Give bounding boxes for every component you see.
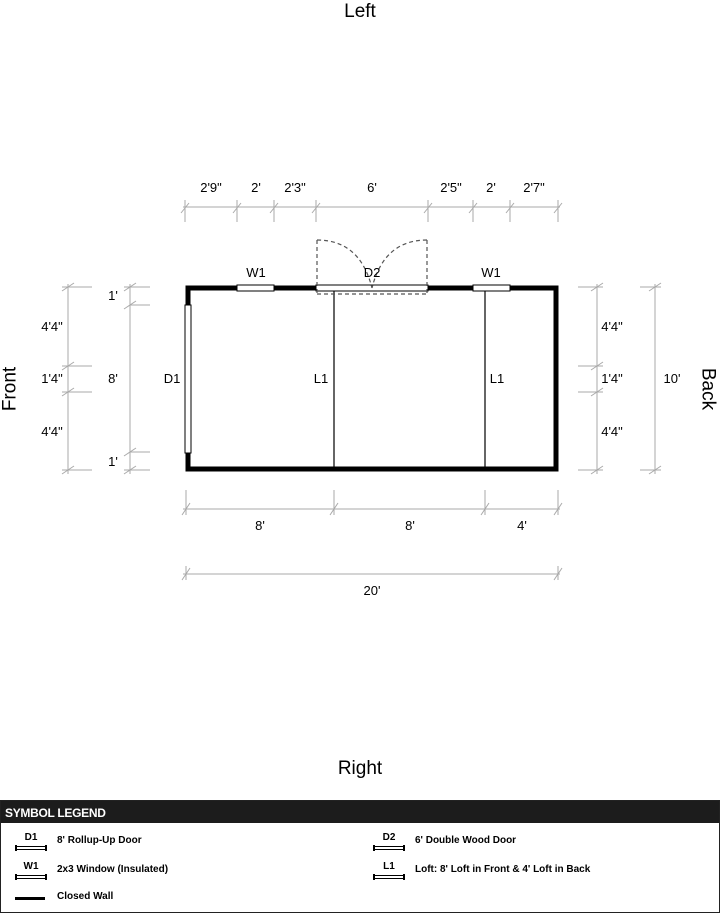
side-label-left: Left [344,1,376,22]
legend-label-l1: Loft: 8' Loft in Front & 4' Loft in Back [415,864,591,875]
closed-wall-symbol-icon [15,887,47,913]
top-dim-1: 2'9" [200,180,222,195]
bottom-dim-1: 8' [255,518,265,533]
top-dimension-line [180,200,563,222]
right-dim-2: 1'4" [601,371,623,386]
right-dim-1: 4'4" [601,319,623,334]
legend-label-w1: 2x3 Window (Insulated) [57,864,169,875]
d1-label: D1 [164,371,181,386]
side-label-right: Right [337,758,383,779]
left-dim-2: 1'4" [41,371,63,386]
legend-label-d2: 6' Double Wood Door [415,835,517,846]
left-dimension-lines [61,282,150,475]
double-door-d2[interactable] [315,239,429,295]
top-dim-5: 2'5" [440,180,462,195]
double-door-symbol-icon: D2 [373,830,405,856]
top-dim-4: 6' [367,180,377,195]
window-w1-left[interactable] [236,284,275,292]
overall-length-label: 20' [364,583,381,598]
floor-plan: 2'9" 2' 2'3" 6' 2'5" 2' 2'7" 8' 8' 4' 20… [41,180,681,598]
legend-title: SYMBOL LEGEND [1,801,719,825]
rollup-door-d1[interactable] [184,304,192,454]
symbol-legend: SYMBOL LEGEND D1 8' Rollup-Up Door D2 6'… [0,800,720,913]
window-w1-right[interactable] [472,284,511,292]
left-dim-1: 4'4" [41,319,63,334]
left-dim-3: 4'4" [41,424,63,439]
top-dim-2: 2' [251,180,261,195]
loft-symbol-icon: L1 [373,859,405,885]
right-overall-width: 10' [664,371,681,386]
left-small-dim-bottom: 1' [108,454,118,469]
rollup-door-symbol-icon: D1 [15,830,47,856]
w1-left-label: W1 [246,265,266,280]
right-dimension-lines [578,282,662,475]
bottom-dimension-line [181,490,563,516]
window-symbol-icon: W1 [15,859,47,885]
top-dim-7: 2'7" [523,180,545,195]
l1-back-label: L1 [490,371,504,386]
l1-front-label: L1 [314,371,328,386]
d2-label: D2 [364,265,381,280]
left-overall-width: 8' [108,371,118,386]
left-small-dim-top: 1' [108,288,118,303]
bottom-dim-3: 4' [517,518,527,533]
legend-label-d1: 8' Rollup-Up Door [57,835,142,846]
legend-label-closed-wall: Closed Wall [57,891,114,902]
top-dim-6: 2' [486,180,496,195]
w1-right-label: W1 [481,265,501,280]
bottom-dim-2: 8' [405,518,415,533]
top-dim-3: 2'3" [284,180,306,195]
right-dim-3: 4'4" [601,424,623,439]
overall-length-dimension-line [181,566,563,581]
